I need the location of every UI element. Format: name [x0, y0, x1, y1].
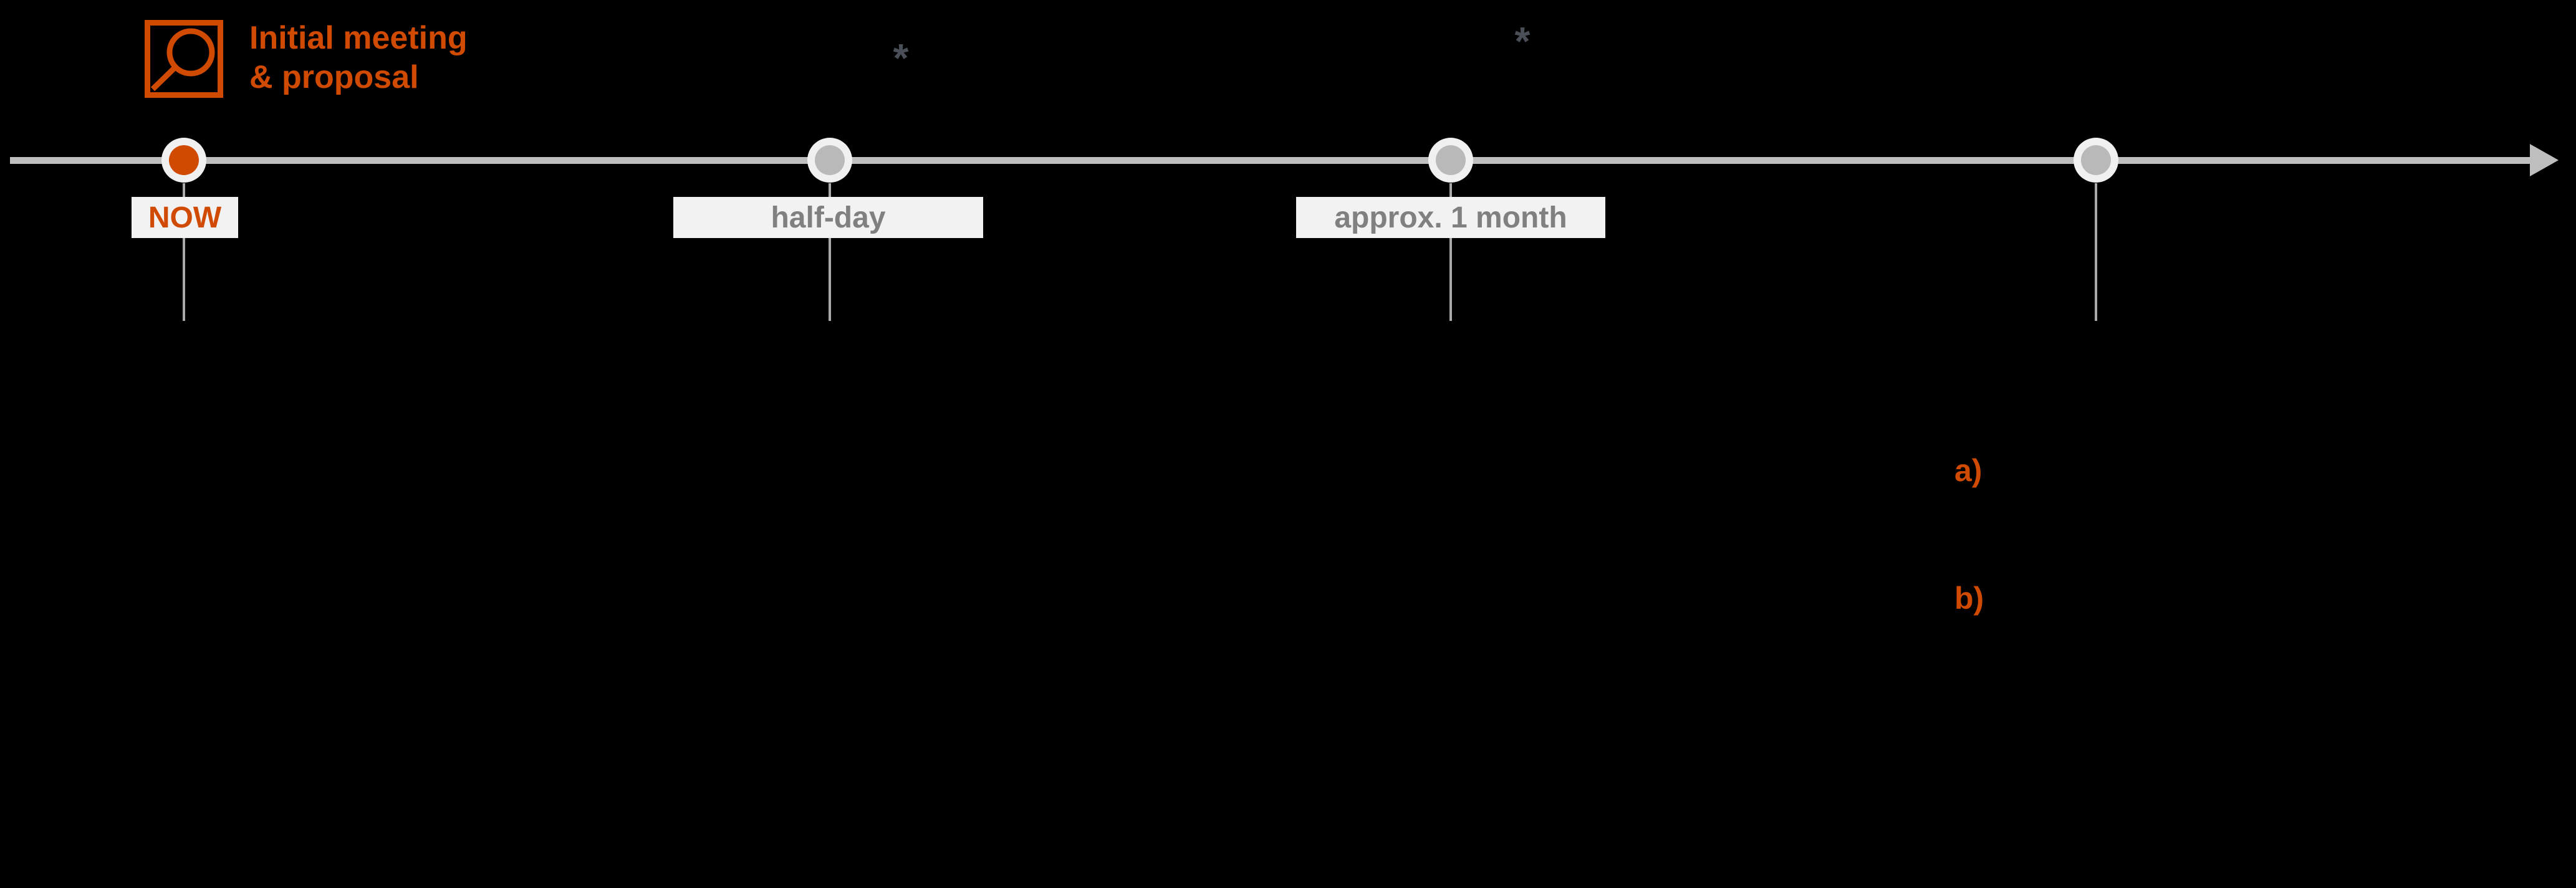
- node-connector-line: [183, 183, 185, 321]
- magnifier-icon: [145, 20, 223, 98]
- node-dot-current: [169, 145, 199, 175]
- page-title: Initial meeting & proposal: [249, 19, 468, 97]
- annotation-a: a): [1954, 453, 1982, 488]
- node-dot: [2081, 145, 2111, 175]
- footnote-asterisk-2: *: [1514, 19, 1531, 64]
- node-connector-line: [1449, 183, 1452, 321]
- node-label-approx-1-month: approx. 1 month: [1296, 197, 1605, 238]
- node-dot: [1436, 145, 1466, 175]
- node-connector-line: [829, 183, 831, 321]
- footnote-asterisk-1: *: [893, 36, 909, 80]
- node-dot: [815, 145, 845, 175]
- node-label-now: NOW: [132, 197, 238, 238]
- timeline-axis: [10, 157, 2531, 164]
- annotation-b: b): [1954, 581, 1984, 616]
- magnifier-icon-glyph: [150, 28, 215, 92]
- page-title-line-1: Initial meeting: [249, 20, 468, 56]
- node-label-half-day: half-day: [673, 197, 983, 238]
- node-connector-line: [2095, 183, 2097, 321]
- timeline-arrowhead-icon: [2530, 144, 2559, 176]
- page-title-line-2: & proposal: [249, 59, 419, 95]
